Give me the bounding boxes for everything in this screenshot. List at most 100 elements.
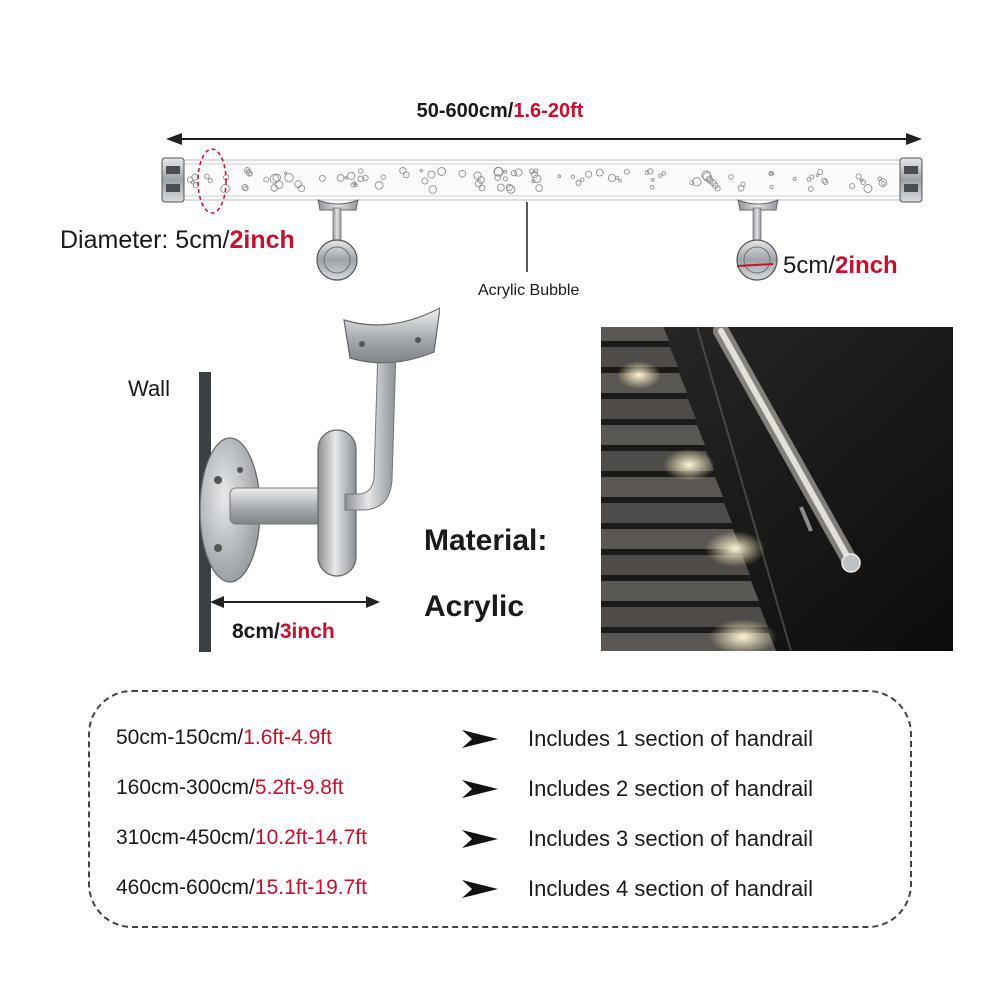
- bubble: [493, 166, 503, 177]
- section-row: 160cm-300cm/5.2ft-9.8ft Includes 2 secti…: [90, 768, 914, 808]
- bubble: [246, 170, 253, 177]
- bubble: [510, 169, 518, 177]
- bubble: [284, 172, 294, 183]
- bubble: [514, 168, 523, 177]
- chevron-right-icon: [462, 830, 498, 848]
- bubble: [705, 175, 713, 183]
- stair-riser: [601, 575, 750, 581]
- material-value: Acrylic: [424, 590, 525, 623]
- stair-step: [601, 477, 723, 497]
- bubble: [204, 173, 210, 180]
- bubble: [530, 170, 539, 179]
- bubble: [570, 174, 576, 179]
- bubble: [557, 174, 562, 179]
- bubble: [243, 186, 249, 191]
- bubble: [878, 178, 888, 188]
- bubble: [860, 179, 866, 185]
- bracket-size-label: 5cm/2inch: [783, 252, 898, 279]
- chevron-right-icon: [462, 730, 498, 748]
- section-count-text: Includes 4 section of handrail: [528, 876, 813, 901]
- bubble: [692, 177, 702, 187]
- bubble: [728, 174, 734, 180]
- section-count-text: Includes 1 section of handrail: [528, 726, 813, 751]
- bubble: [380, 174, 386, 180]
- bubble: [344, 176, 349, 180]
- bubble: [615, 175, 620, 180]
- bubble: [190, 180, 195, 185]
- stair-steps: [601, 327, 777, 651]
- bubble: [503, 176, 508, 182]
- stair-riser: [601, 523, 732, 529]
- bubble: [186, 176, 194, 183]
- bubble: [505, 183, 513, 191]
- bubble: [503, 169, 508, 174]
- bubble: [419, 168, 424, 173]
- section-row: 50cm-150cm/1.6ft-4.9ft Includes 1 sectio…: [90, 718, 914, 758]
- bubble: [353, 182, 358, 187]
- bubble: [496, 183, 505, 192]
- stair-riser: [601, 549, 741, 555]
- bubble: [792, 176, 797, 181]
- bubble: [714, 185, 721, 192]
- stair-step: [601, 425, 705, 445]
- bubble: [806, 176, 812, 182]
- bubble: [740, 181, 746, 187]
- bubble: [822, 179, 829, 185]
- diameter-label: Diameter: 5cm/2inch: [60, 226, 295, 254]
- bubble: [428, 185, 438, 194]
- chevron-right-icon: [462, 880, 498, 898]
- bubble: [272, 173, 281, 183]
- staircase-photo: [601, 327, 953, 651]
- section-row: 310cm-450cm/10.2ft-14.7ft Includes 3 sec…: [90, 818, 914, 858]
- stair-step: [601, 347, 678, 367]
- diameter-marker: [197, 148, 227, 214]
- bubble: [580, 177, 585, 182]
- chevron-right-icon: [462, 780, 498, 798]
- bubble: [809, 174, 815, 180]
- bubble: [399, 167, 407, 175]
- bubble: [535, 184, 544, 192]
- bubble: [421, 177, 429, 185]
- bubble: [768, 170, 774, 177]
- bubble: [350, 182, 356, 188]
- section-count-text: Includes 2 section of handrail: [528, 776, 813, 801]
- acrylic-bubbles: [186, 166, 888, 194]
- bubble: [357, 175, 365, 183]
- bubble: [689, 180, 695, 186]
- stair-riser: [601, 497, 723, 503]
- bubble: [245, 169, 251, 174]
- bubble: [297, 184, 306, 193]
- section-count-text: Includes 3 section of handrail: [528, 826, 813, 851]
- stair-riser: [601, 393, 687, 399]
- bubble: [706, 177, 714, 184]
- rail-length-label: 50-600cm/1.6-20ft: [416, 100, 584, 122]
- stair-step: [601, 503, 732, 523]
- section-length-range: 460cm-600cm/15.1ft-19.7ft: [116, 876, 367, 899]
- rail-end-cap-left: [161, 157, 185, 203]
- acrylic-rail-tube: [169, 159, 911, 201]
- stair-step: [601, 327, 669, 341]
- bubble: [437, 167, 447, 176]
- bubble: [506, 184, 516, 194]
- wall-bracket-diagram: [199, 307, 440, 652]
- section-options-box: 50cm-150cm/1.6ft-4.9ft Includes 1 sectio…: [88, 690, 912, 928]
- bubble: [849, 183, 856, 190]
- bubble: [658, 173, 663, 178]
- bubble: [263, 176, 270, 183]
- rail-end-cap-right: [899, 157, 923, 203]
- bubble: [649, 185, 655, 190]
- rail-diagram: [161, 133, 923, 281]
- bubble: [478, 184, 486, 192]
- bubble: [650, 177, 655, 182]
- section-length-range: 160cm-300cm/5.2ft-9.8ft: [116, 776, 344, 799]
- bubble: [815, 173, 820, 178]
- bubble: [855, 173, 862, 180]
- stair-riser: [601, 601, 759, 607]
- bubble: [623, 168, 630, 175]
- bracket-depth-arrow: [210, 596, 380, 608]
- bubble: [347, 171, 356, 181]
- stair-riser: [601, 627, 768, 633]
- bubble: [532, 174, 542, 184]
- bubble: [357, 168, 364, 174]
- bubble: [661, 171, 667, 176]
